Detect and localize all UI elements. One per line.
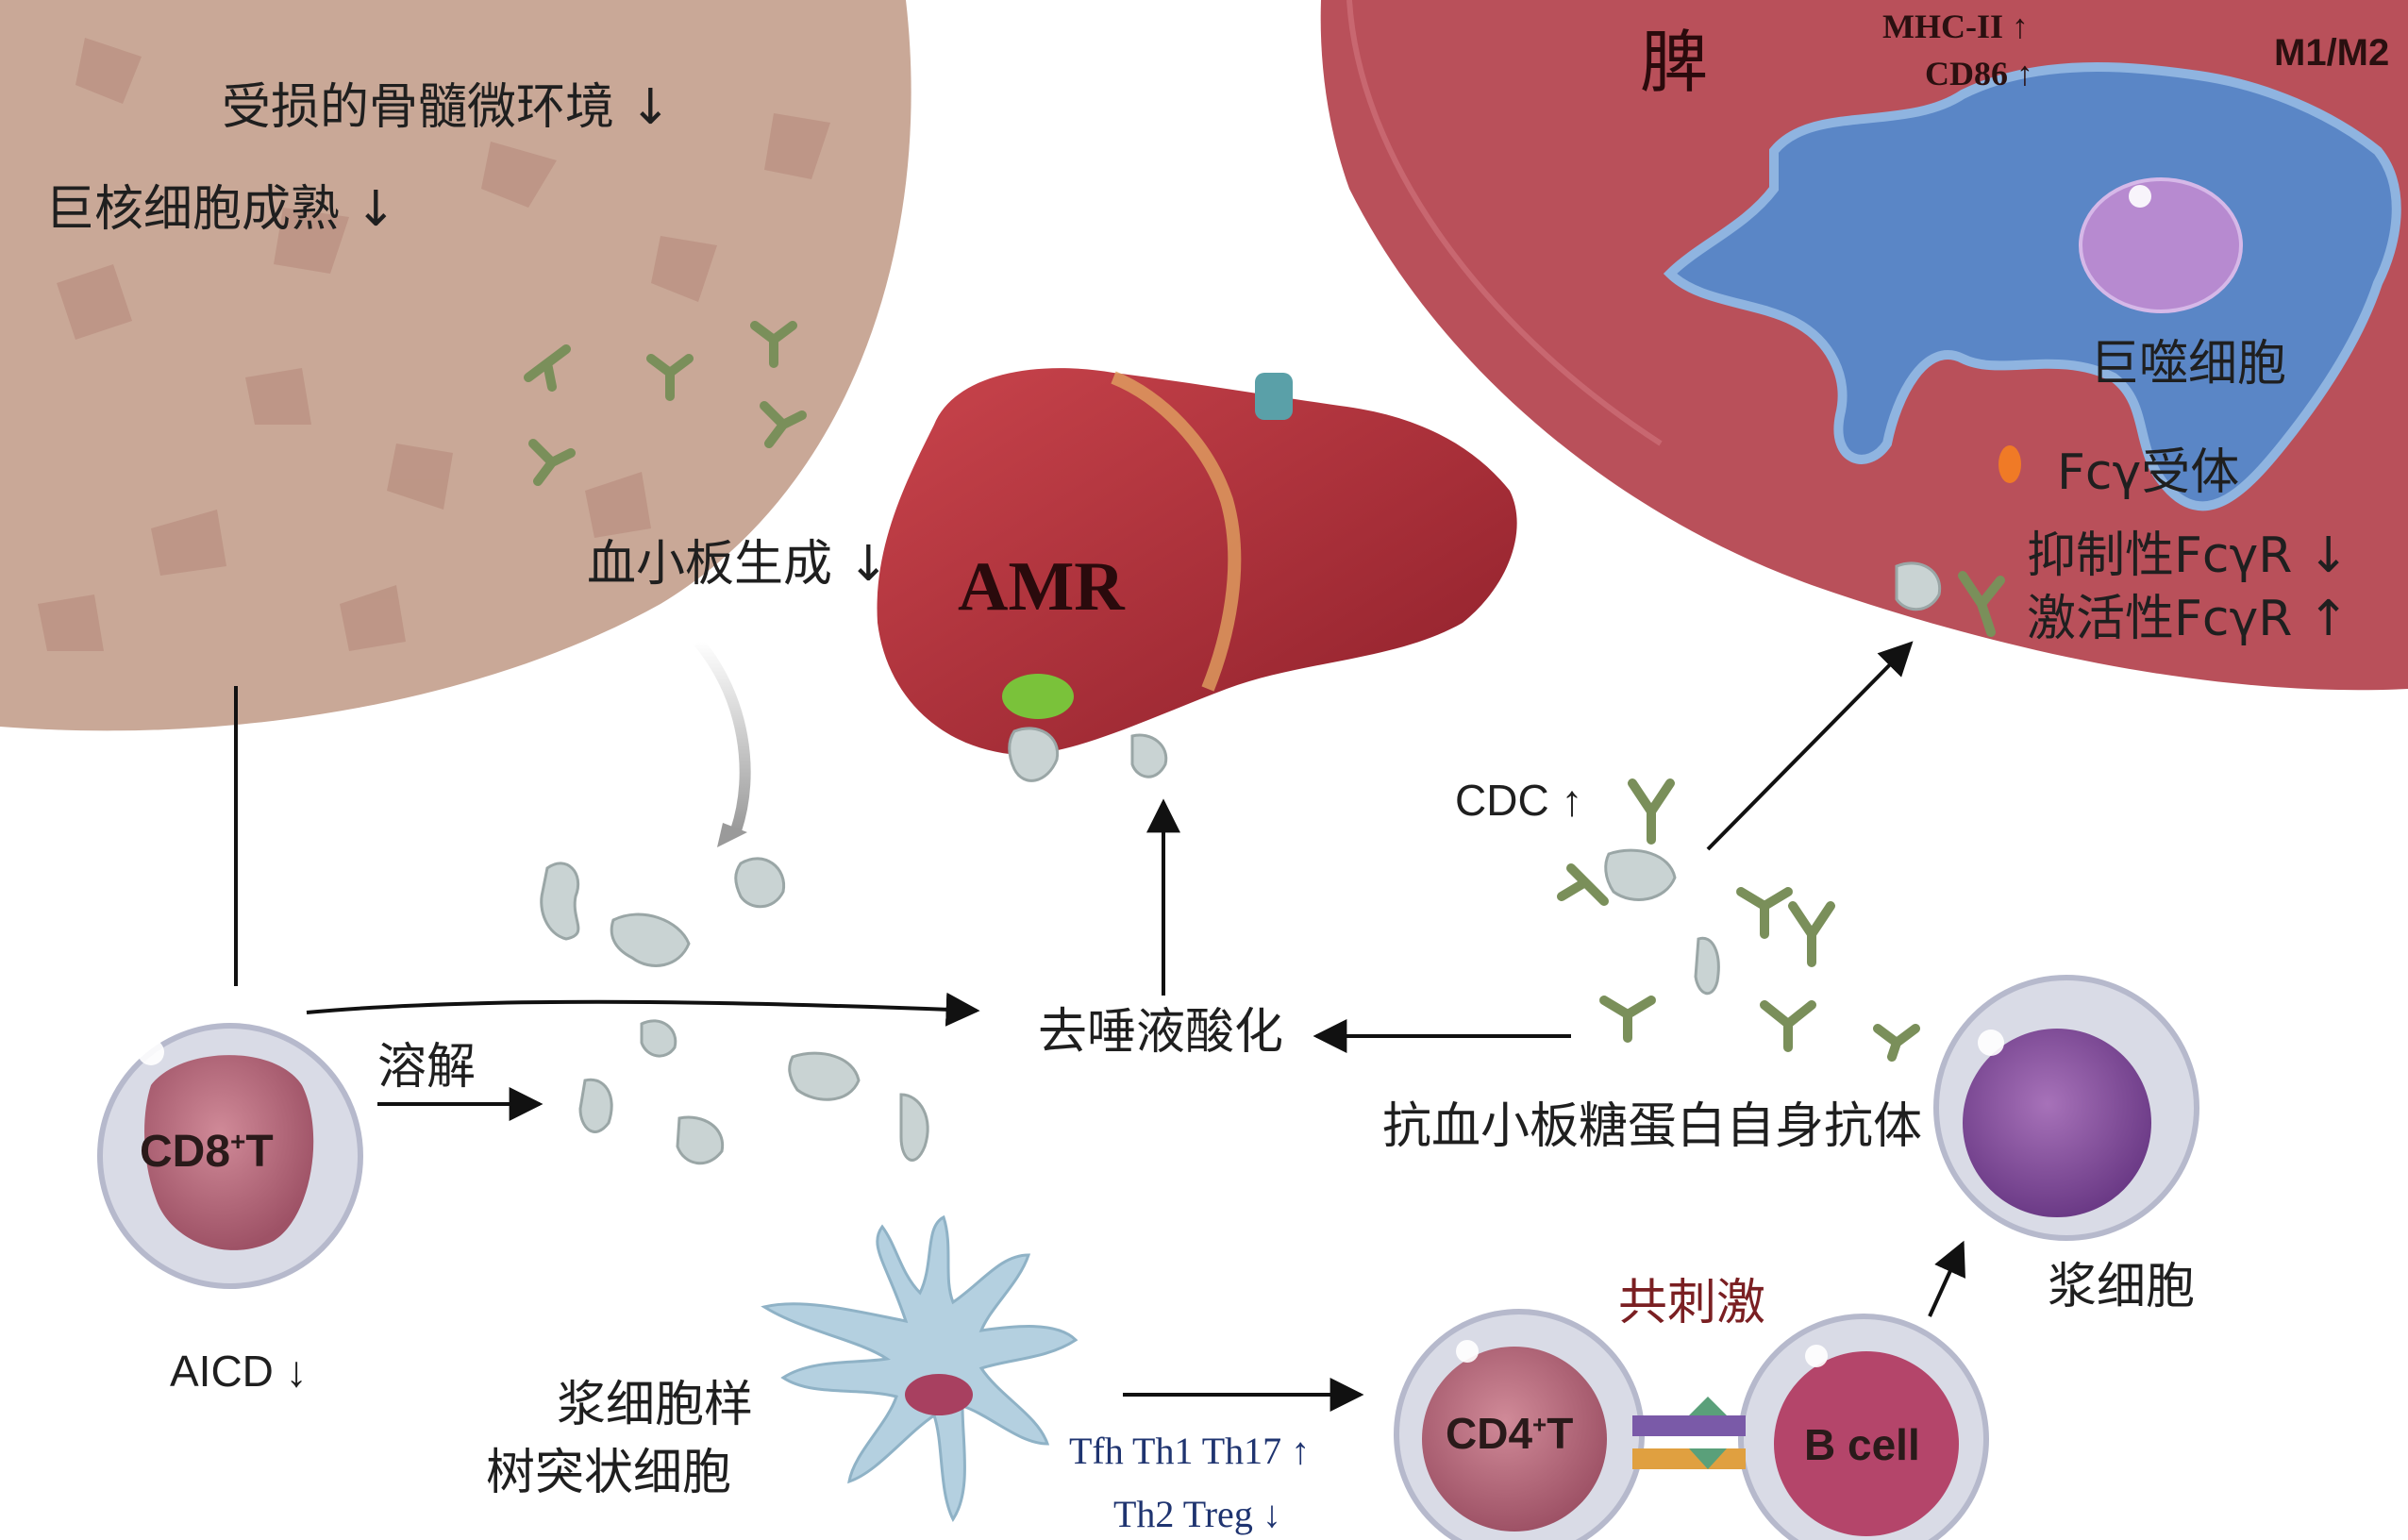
th-subsets-up-label: Tfh Th1 Th17 ↑ (1069, 1430, 1311, 1472)
dendritic-cell (761, 1214, 1079, 1522)
plasma-cell (1933, 975, 2199, 1241)
m1-m2-label: M1/M2 (2274, 32, 2390, 74)
cd8-t-label: CD8+T (140, 1127, 274, 1177)
b-cell-label: B cell (1804, 1420, 1920, 1469)
pathway-arrows (234, 641, 1965, 1412)
fc-receptor-icon (1998, 445, 2021, 483)
cd4-t-cell (1394, 1309, 1645, 1540)
th-subsets-down-label: Th2 Treg ↓ (1113, 1493, 1281, 1535)
liver-organ (877, 368, 1517, 755)
grey-drop-arrow (694, 638, 751, 832)
cd86-label: CD86 ↑ (1925, 55, 2033, 92)
b-cell (1738, 1314, 1989, 1540)
fc-receptor-label: Fcγ受体 (2057, 444, 2240, 501)
pdc-label-line1: 浆细胞样 (557, 1377, 754, 1433)
costimulation-label: 共刺激 (1618, 1275, 1766, 1331)
activating-fcgr-label: 激活性FcγR ↑ (2027, 591, 2349, 647)
lysis-label: 溶解 (377, 1039, 477, 1096)
bone-marrow-region (0, 0, 911, 731)
antibody-group (524, 321, 2005, 1062)
plasma-cell-label: 浆细胞 (2048, 1259, 2196, 1315)
mhc-ii-label: MHC-II ↑ (1882, 8, 2029, 45)
marrow-microenvironment-label: 受损的骨髓微环境 ↓ (222, 79, 672, 136)
macrophage-cell (1663, 62, 2401, 511)
thrombopoiesis-label: 血小板生成 ↓ (587, 536, 890, 593)
cd8-t-cell (97, 1023, 363, 1289)
aicd-label: AICD ↓ (170, 1347, 308, 1396)
platelet-cluster (540, 561, 1942, 1165)
cd4-t-label: CD4+T (1446, 1409, 1574, 1458)
desialylation-label: 去唾液酸化 (1038, 1004, 1284, 1061)
pdc-label-line2: 树突状细胞 (486, 1445, 732, 1501)
costimulation-bridge (1632, 1397, 1746, 1469)
inhibitory-fcgr-label: 抑制性FcγR ↓ (2027, 527, 2349, 584)
megakaryocyte-maturation-label: 巨核细胞成熟 ↓ (45, 181, 397, 238)
cdc-label: CDC ↑ (1455, 776, 1583, 825)
macrophage-label: 巨噬细胞 (2090, 336, 2287, 393)
amr-label: AMR (958, 548, 1125, 626)
spleen-label: 脾 (1640, 23, 1709, 102)
autoantibody-label: 抗血小板糖蛋白自身抗体 (1382, 1098, 1923, 1155)
